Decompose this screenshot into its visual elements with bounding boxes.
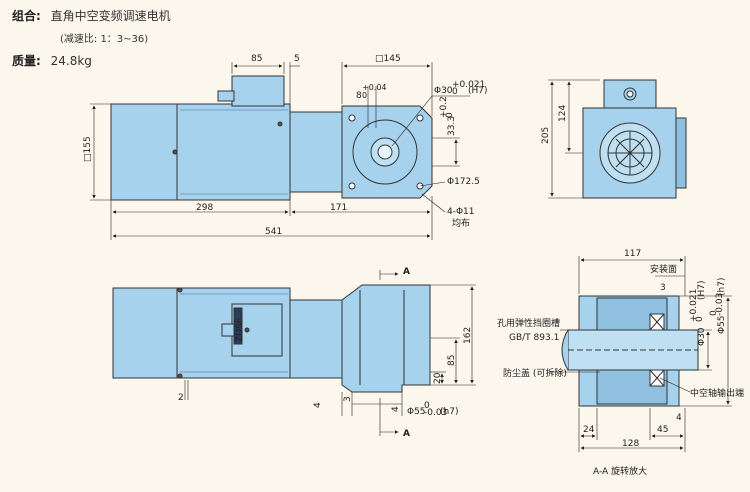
dim-55h7-tol2: -0.03 bbox=[715, 293, 725, 316]
dim-8-tol2: 0 bbox=[362, 91, 367, 100]
dim-3: 3 bbox=[343, 396, 353, 402]
top-view-labels: 85 5 □145 8 +0.04 0 Φ30 +0.021 0 (H7) 33… bbox=[83, 54, 488, 237]
dim-55h7: Φ55 bbox=[717, 315, 727, 334]
dim-30h7-tol: +0.021 bbox=[452, 80, 485, 90]
top-view bbox=[110, 75, 433, 201]
dim-33-3-tol2: 0 bbox=[445, 112, 455, 118]
combo-label: 组合: bbox=[12, 9, 41, 23]
label-dust-cover: 防尘盖 (可拆除) bbox=[503, 367, 567, 379]
dim-205: 205 bbox=[541, 127, 551, 144]
dim-holes: 4-Φ11 bbox=[447, 207, 475, 217]
label-hollow-output: 中空轴输出端 bbox=[690, 387, 744, 399]
label-retaining-std: GB/T 893.1 bbox=[509, 333, 559, 343]
dim-8-tol: +0.04 bbox=[362, 83, 387, 92]
dim-4: 4 bbox=[313, 402, 323, 408]
gear-neck bbox=[289, 111, 343, 193]
dim-sq155: □155 bbox=[83, 136, 93, 162]
dim-30h7: Φ30 bbox=[434, 86, 453, 96]
dim-541: 541 bbox=[265, 227, 282, 237]
dim-33-3: 33.3 bbox=[447, 116, 457, 136]
front-fan-cover bbox=[112, 287, 178, 379]
dim-4b: 4 bbox=[391, 406, 401, 412]
dim-298: 298 bbox=[196, 203, 213, 213]
dim-171: 171 bbox=[330, 203, 347, 213]
dim-3: 3 bbox=[660, 283, 666, 293]
section-view-labels: 117 安装面 3 Φ30 +0.021 0 (H7) Φ55 0 -0.03 … bbox=[497, 249, 744, 477]
dim-2: 2 bbox=[178, 393, 184, 403]
dim-162: 162 bbox=[463, 327, 473, 344]
dim-30h7-fit: (H7) bbox=[697, 280, 707, 300]
dim-30h7-tol2: 0 bbox=[695, 316, 705, 322]
front-view bbox=[112, 284, 431, 393]
dim-124: 124 bbox=[558, 105, 568, 122]
dim-4: 4 bbox=[676, 413, 682, 423]
dim-117: 117 bbox=[624, 249, 641, 259]
side-view bbox=[582, 79, 687, 199]
mass-label: 质量: bbox=[12, 54, 41, 68]
mass-line: 质量: 24.8kg bbox=[12, 52, 92, 69]
section-caption: A-A 旋转放大 bbox=[593, 465, 647, 477]
dim-33-3-tol: +0.2 bbox=[439, 96, 449, 118]
terminal-box bbox=[231, 75, 285, 107]
dim-85: 85 bbox=[251, 54, 262, 64]
nameplate-text: ZDSF bbox=[235, 318, 245, 342]
dim-sq145: □145 bbox=[375, 54, 401, 64]
front-gearbox bbox=[341, 284, 431, 393]
dim-128: 128 bbox=[622, 439, 639, 449]
nameplate-strip bbox=[233, 307, 243, 345]
dim-55h7-fit: (h7) bbox=[440, 407, 458, 417]
ratio-note: (减速比: 1：3~36) bbox=[60, 34, 149, 45]
dim-8: 8 bbox=[356, 91, 362, 101]
section-view bbox=[561, 295, 699, 407]
front-gear-neck bbox=[289, 299, 343, 379]
side-view-labels: 205 124 bbox=[541, 105, 568, 144]
section-view-dimensions bbox=[550, 256, 732, 452]
dim-30h7-tol: +0.021 bbox=[689, 289, 699, 322]
section-a-top: A bbox=[403, 267, 410, 277]
combo-line: 组合: 直角中空变频调速电机 bbox=[12, 7, 171, 24]
section-a-bottom: A bbox=[403, 429, 410, 439]
dim-45: 45 bbox=[657, 425, 668, 435]
dim-30h7: Φ30 bbox=[697, 327, 707, 346]
label-mount: 安装面 bbox=[650, 263, 677, 275]
dim-85: 85 bbox=[447, 355, 457, 366]
mass-value: 24.8kg bbox=[50, 54, 92, 68]
dim-55h7-tol2: -0.03 bbox=[424, 408, 447, 418]
label-retaining-ring: 孔用弹性挡圈槽 bbox=[497, 317, 560, 329]
side-view-dimensions bbox=[548, 79, 600, 199]
dim-55h7-fit: (h7) bbox=[717, 278, 727, 296]
front-view-dimensions bbox=[184, 270, 476, 436]
dim-holes-note: 均布 bbox=[452, 217, 470, 229]
dim-55h7: Φ55 bbox=[407, 407, 426, 417]
dim-30h7-tol2: 0 bbox=[452, 87, 458, 97]
motor-body bbox=[176, 103, 291, 201]
dim-172-5: Φ172.5 bbox=[447, 177, 480, 187]
dim-5: 5 bbox=[294, 54, 300, 64]
dim-55h7-tol: 0 bbox=[424, 401, 430, 411]
dim-20: 20 bbox=[433, 372, 443, 384]
motor-fan-cover bbox=[110, 103, 178, 201]
dim-30h7-fit: (H7) bbox=[468, 86, 488, 96]
combo-value: 直角中空变频调速电机 bbox=[50, 9, 171, 23]
dim-55h7-tol: 0 bbox=[709, 310, 719, 316]
dim-24: 24 bbox=[583, 425, 595, 435]
top-view-dimensions bbox=[90, 62, 470, 240]
front-view-labels: A A 162 85 20 2 4 3 4 Φ55 0 -0.03 (h7) bbox=[178, 267, 473, 439]
